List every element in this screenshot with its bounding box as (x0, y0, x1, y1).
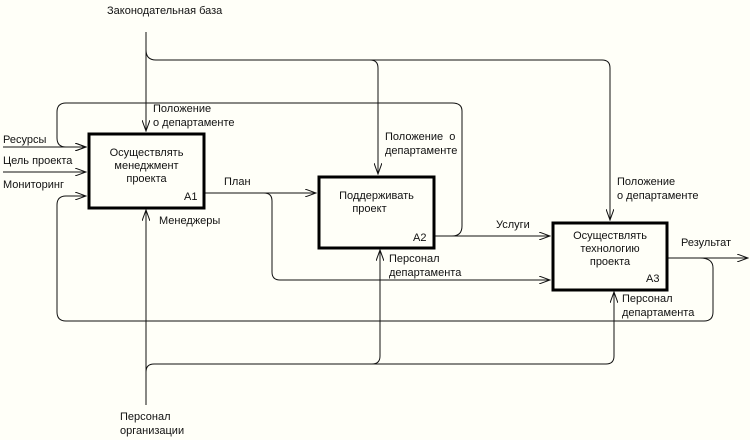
arrow-monitoring (56, 196, 714, 322)
box-a1-line2: менеджмент (114, 160, 179, 172)
arrow-legislation-a3 (370, 59, 610, 220)
box-a3-line2: технологию (580, 243, 640, 255)
label-services: Услуги (496, 219, 530, 231)
box-a2-id: A2 (413, 232, 427, 244)
arrow-feedback-a2-resources (56, 102, 463, 237)
label-org-staff-2: организации (120, 425, 185, 437)
box-a1-label: Осуществлять менеджмент проекта (89, 147, 204, 186)
label-result: Результат (681, 237, 732, 249)
box-a3 (551, 221, 669, 292)
label-managers: Менеджеры (159, 215, 221, 227)
box-a1-line1: Осуществлять (109, 147, 184, 159)
label-dept-staff-a3-1: Персонал (622, 293, 673, 305)
box-a3-line3: проекта (589, 256, 631, 268)
box-a2-label: Поддерживать проект (319, 190, 434, 216)
label-dept-status-a2-2: департаменте (385, 145, 458, 157)
box-a2-line2: проект (352, 203, 387, 215)
label-legislation: Законодательная база (107, 5, 223, 17)
label-dept-status-a3-1: Положение (617, 176, 676, 188)
box-a1-line3: проекта (126, 173, 167, 185)
arrow-org-staff-a2 (145, 250, 380, 373)
box-a2 (317, 175, 436, 250)
arrow-plan-a3 (263, 192, 550, 280)
label-dept-staff-a3-2: департамента (622, 307, 695, 319)
box-a2-line1: Поддерживать (339, 190, 414, 202)
label-dept-staff-a2-1: Персонал (389, 253, 440, 265)
label-monitoring: Мониторинг (3, 179, 65, 191)
label-plan: План (224, 176, 251, 188)
box-a1-id: A1 (184, 191, 198, 203)
box-a1 (87, 132, 206, 210)
box-a3-label: Осуществлять технологию проекта (553, 230, 667, 269)
label-dept-status-a2-1: Положение о (385, 131, 456, 143)
label-org-staff-1: Персонал (120, 411, 171, 423)
label-dept-status-a3-2: о департаменте (617, 190, 699, 202)
label-dept-status-a1-1: Положение (153, 103, 212, 115)
label-dept-staff-a2-2: департамента (389, 267, 462, 279)
box-a3-line1: Осуществлять (573, 230, 647, 242)
label-dept-status-a1-2: о департаменте (153, 117, 235, 129)
label-resources: Ресурсы (3, 134, 47, 146)
box-a3-id: A3 (646, 273, 660, 285)
arrow-org-staff-a3 (372, 292, 614, 365)
label-project-goal: Цель проекта (3, 155, 73, 167)
